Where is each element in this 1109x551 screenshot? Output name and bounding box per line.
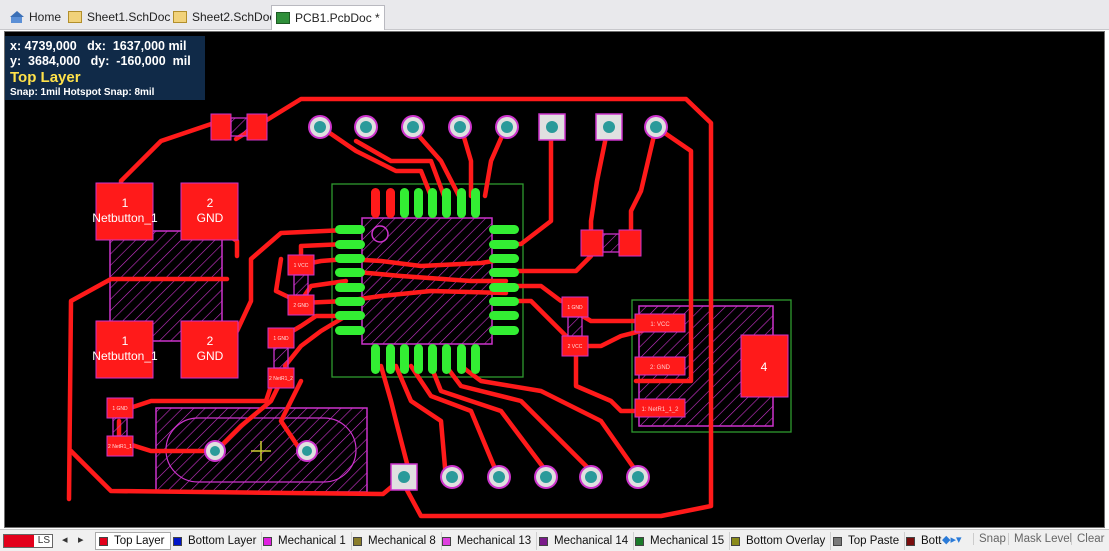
pad-number: 4	[761, 360, 768, 374]
connector-pads	[634, 313, 686, 418]
layer-tab-label: Bottom Overlay	[746, 535, 826, 547]
snap-button[interactable]: Snap	[973, 533, 1006, 545]
tab-home[interactable]: Home	[6, 6, 65, 28]
tab-label: PCB1.PcbDoc *	[295, 11, 380, 25]
smd-pad-label: 1 GND	[567, 305, 583, 311]
layer-tab-label: Mechanical 15	[650, 535, 725, 547]
layer-tab-bar: LS ◂ ▸ Top Layer Bottom Layer Mechanical…	[0, 529, 1109, 551]
connector-pad-label: 2: GND	[650, 365, 671, 371]
hud-x-readout: x: 4739,000 dx: 1637,000 mil	[10, 39, 187, 53]
home-icon	[10, 11, 24, 23]
coordinate-hud: x: 4739,000 dx: 1637,000 mil y: 3684,000…	[5, 36, 205, 100]
tab-pcb1[interactable]: PCB1.PcbDoc *	[271, 5, 385, 30]
layer-set-label: LS	[37, 535, 50, 546]
layer-scroll-right-icon[interactable]: ▸	[78, 534, 84, 546]
layer-color-swatch	[731, 536, 740, 546]
hud-current-layer: Top Layer	[10, 69, 81, 86]
current-layer-swatch[interactable]: LS	[3, 534, 53, 548]
hud-y-readout: y: 3684,000 dy: -160,000 mil	[10, 54, 191, 68]
copper-traces	[66, 96, 714, 519]
tab-label: Sheet1.SchDoc	[87, 10, 171, 24]
pcb-canvas[interactable]: 1 Netbutton_1 2 GND 1 Netbutton_1 2 GND …	[4, 31, 1105, 528]
pad-net: GND	[197, 211, 224, 225]
mask-level-button[interactable]: Mask Level	[1008, 533, 1072, 545]
tab-label: Sheet2.SchDoc	[192, 10, 276, 24]
layer-tab-mechanical-14[interactable]: Mechanical 14	[536, 532, 635, 550]
through-hole-pads	[204, 113, 668, 491]
smd-pad-label: 1 GND	[112, 406, 128, 412]
layer-tab-mechanical-8[interactable]: Mechanical 8	[350, 532, 442, 550]
current-layer-color	[4, 535, 34, 547]
layer-tab-label: Mechanical 13	[457, 535, 532, 547]
layer-color-swatch	[173, 536, 182, 546]
layer-tab-bottom-layer[interactable]: Bottom Layer	[170, 532, 263, 550]
smd-pad-label: 2 VCC	[568, 344, 583, 350]
layer-color-swatch	[906, 536, 915, 546]
pad-number: 2	[207, 334, 214, 348]
smd-pad-label: 2 NetR1_1	[108, 444, 132, 450]
pcb-board-drawing: 1 Netbutton_1 2 GND 1 Netbutton_1 2 GND …	[66, 96, 792, 519]
ic-pads	[335, 188, 519, 374]
document-tab-bar: Home Sheet1.SchDoc Sheet2.SchDoc PCB1.Pc…	[0, 0, 1109, 30]
connector-pad-label: 1: VCC	[650, 322, 670, 328]
smd-pads	[106, 113, 642, 457]
crystal-center-mark	[251, 441, 271, 461]
pad-number: 2	[207, 196, 214, 210]
layer-more-arrows-icon[interactable]: ◆▸▾	[942, 534, 962, 546]
smd-pad-label: 2 NetR1_2	[269, 376, 293, 382]
tab-label: Home	[29, 10, 62, 24]
layer-tab-mechanical-13[interactable]: Mechanical 13	[439, 532, 538, 550]
layer-color-swatch	[442, 536, 451, 546]
schematic-doc-icon	[173, 11, 187, 23]
hud-snap-info: Snap: 1mil Hotspot Snap: 8mil	[10, 87, 155, 98]
smd-pad-label: 1 VCC	[294, 263, 309, 269]
layer-tab-bottom-overlay[interactable]: Bottom Overlay	[728, 532, 832, 550]
button-pads	[95, 182, 789, 398]
schematic-doc-icon	[68, 11, 82, 23]
pad-net: Netbutton_1	[92, 211, 158, 225]
layer-tab-label: Mechanical 8	[368, 535, 436, 547]
layer-tab-top-paste[interactable]: Top Paste	[830, 532, 906, 550]
button-pad-labels: 1 Netbutton_1 2 GND 1 Netbutton_1 2 GND …	[92, 196, 767, 374]
layer-tab-mechanical-1[interactable]: Mechanical 1	[260, 532, 352, 550]
pad-net: GND	[197, 349, 224, 363]
tab-sheet2[interactable]: Sheet2.SchDoc	[169, 6, 279, 28]
layer-tab-top-layer[interactable]: Top Layer	[95, 532, 171, 550]
layer-tab-label: Bott	[921, 535, 942, 547]
layer-tab-bottom-truncated[interactable]: Bott	[903, 532, 946, 550]
layer-tab-label: Top Layer	[114, 535, 165, 547]
layer-tab-label: Top Paste	[848, 535, 900, 547]
layer-color-swatch	[263, 536, 272, 546]
pad-number: 1	[122, 334, 129, 348]
tab-sheet1[interactable]: Sheet1.SchDoc	[64, 6, 174, 28]
layer-scroll-left-icon[interactable]: ◂	[62, 534, 68, 546]
smd-pad-label: 2 GND	[293, 303, 309, 309]
layer-tab-label: Mechanical 1	[278, 535, 346, 547]
layer-color-swatch	[833, 536, 842, 546]
layer-tab-mechanical-15[interactable]: Mechanical 15	[632, 532, 731, 550]
layer-tab-label: Mechanical 14	[554, 535, 629, 547]
layer-color-swatch	[539, 536, 548, 546]
layer-color-swatch	[635, 536, 644, 546]
connector-pad-label: 1: NetR1_1_2	[641, 407, 679, 413]
pcb-doc-icon	[276, 12, 290, 24]
layer-color-swatch	[353, 536, 362, 546]
layer-color-swatch	[99, 536, 108, 546]
pad-net: Netbutton_1	[92, 349, 158, 363]
smd-pad-label: 1 GND	[273, 336, 289, 342]
clear-button[interactable]: Clear	[1071, 533, 1104, 545]
pad-number: 1	[122, 196, 129, 210]
layer-tab-label: Bottom Layer	[188, 535, 257, 547]
